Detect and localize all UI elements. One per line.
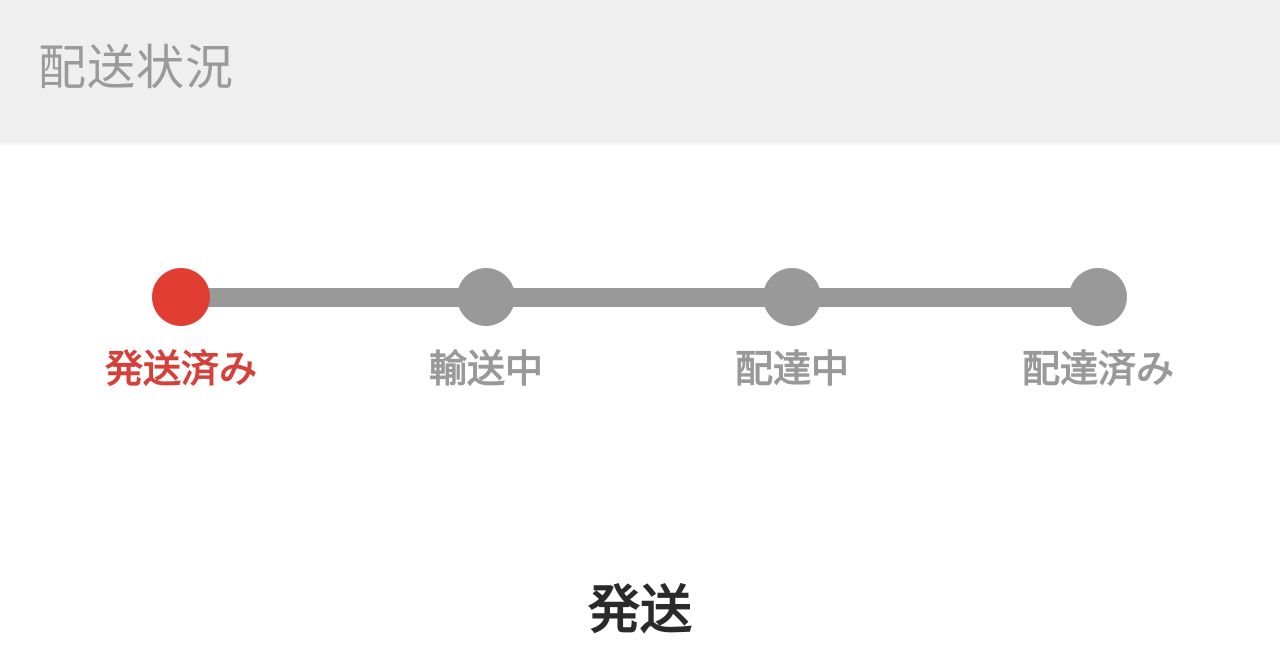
step-label-shipped: 発送済み [104, 347, 258, 391]
step-dot-out-for-delivery [763, 268, 821, 326]
step-label-delivered: 配達済み [1021, 347, 1175, 391]
page-title: 配送状況 [38, 40, 235, 96]
header: 配送状況 [0, 0, 1280, 145]
step-label-out-for-delivery: 配達中 [734, 347, 850, 391]
step-dot-delivered [1069, 268, 1127, 326]
step-label-in-transit: 輸送中 [428, 347, 544, 391]
step-dot-shipped [152, 268, 210, 326]
current-status-title: 発送 [587, 581, 693, 641]
progress-track [181, 288, 1098, 307]
step-dot-in-transit [457, 268, 515, 326]
